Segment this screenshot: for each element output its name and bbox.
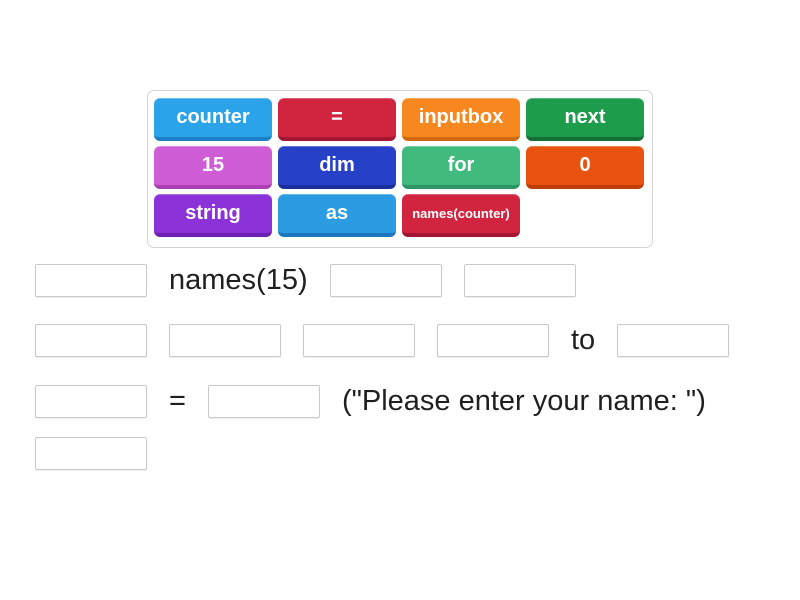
word-tile[interactable]: string <box>154 194 272 237</box>
sentence-text: to <box>571 323 596 356</box>
answer-slot[interactable] <box>329 263 442 297</box>
word-tile[interactable]: next <box>526 98 644 141</box>
word-tile[interactable]: 15 <box>154 146 272 189</box>
word-tile[interactable]: for <box>402 146 520 189</box>
answer-slot[interactable] <box>463 263 576 297</box>
sentence-text: names(15) <box>169 263 308 296</box>
answer-slot[interactable] <box>437 323 549 357</box>
sentence-text: = <box>169 384 186 417</box>
sentence-line: names(15) <box>35 258 576 302</box>
sentence-text: ("Please enter your name: ") <box>341 384 706 417</box>
answer-slot[interactable] <box>35 323 147 357</box>
word-tile[interactable]: = <box>278 98 396 141</box>
word-tile[interactable]: dim <box>278 146 396 189</box>
answer-slot[interactable] <box>169 323 281 357</box>
word-tile[interactable]: names(counter) <box>402 194 520 237</box>
word-tile[interactable]: counter <box>154 98 272 141</box>
word-tile[interactable]: 0 <box>526 146 644 189</box>
word-tile[interactable]: as <box>278 194 396 237</box>
sentence-line: = ("Please enter your name: ") <box>35 379 706 423</box>
answer-slot[interactable] <box>207 384 320 418</box>
sentence-area: names(15) to = ("Please enter your name: ") <box>35 0 780 600</box>
answer-slot[interactable] <box>35 263 147 297</box>
answer-slot[interactable] <box>617 323 730 357</box>
answer-slot[interactable] <box>35 384 147 418</box>
answer-slot[interactable] <box>35 436 147 470</box>
sentence-line: to <box>35 318 730 362</box>
word-tile[interactable]: inputbox <box>402 98 520 141</box>
answer-slot[interactable] <box>303 323 415 357</box>
sentence-line <box>35 431 147 475</box>
